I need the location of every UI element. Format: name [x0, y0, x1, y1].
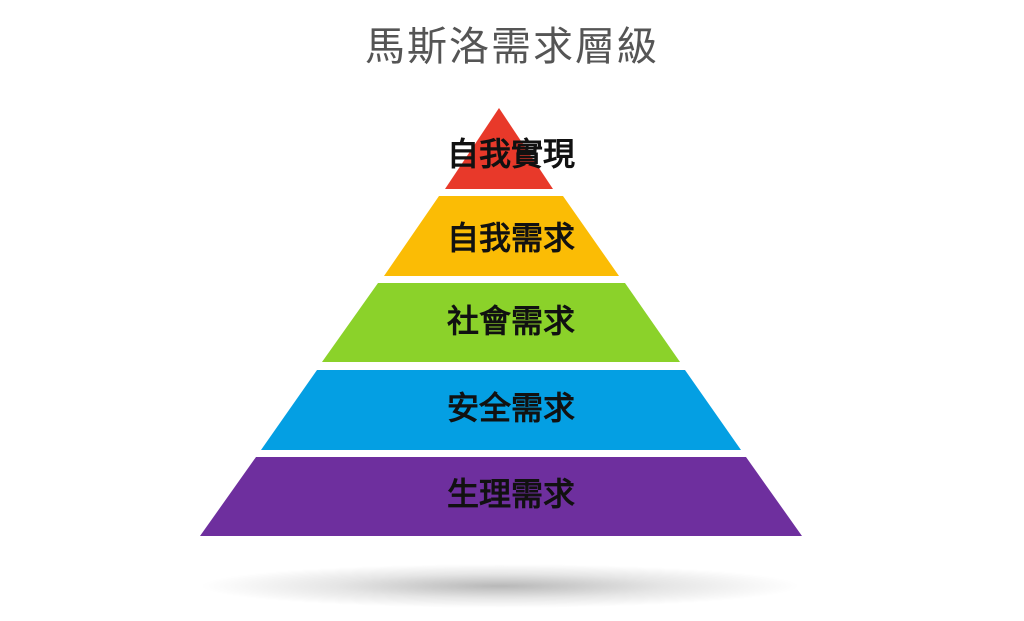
level-4-label: 安全需求: [447, 389, 575, 427]
level-5-shape: [200, 457, 802, 536]
pyramid-shadow: [200, 564, 800, 608]
level-1-label: 自我實現: [447, 135, 575, 173]
level-1-shape: [445, 108, 553, 189]
page-title: 馬斯洛需求層級: [365, 24, 659, 70]
level-2-label: 自我需求: [447, 219, 575, 257]
level-3-label: 社會需求: [447, 302, 575, 340]
level-2-shape: [384, 196, 619, 276]
level-5-label: 生理需求: [447, 475, 575, 513]
level-3-shape: [322, 283, 680, 362]
level-4-shape: [261, 370, 741, 450]
